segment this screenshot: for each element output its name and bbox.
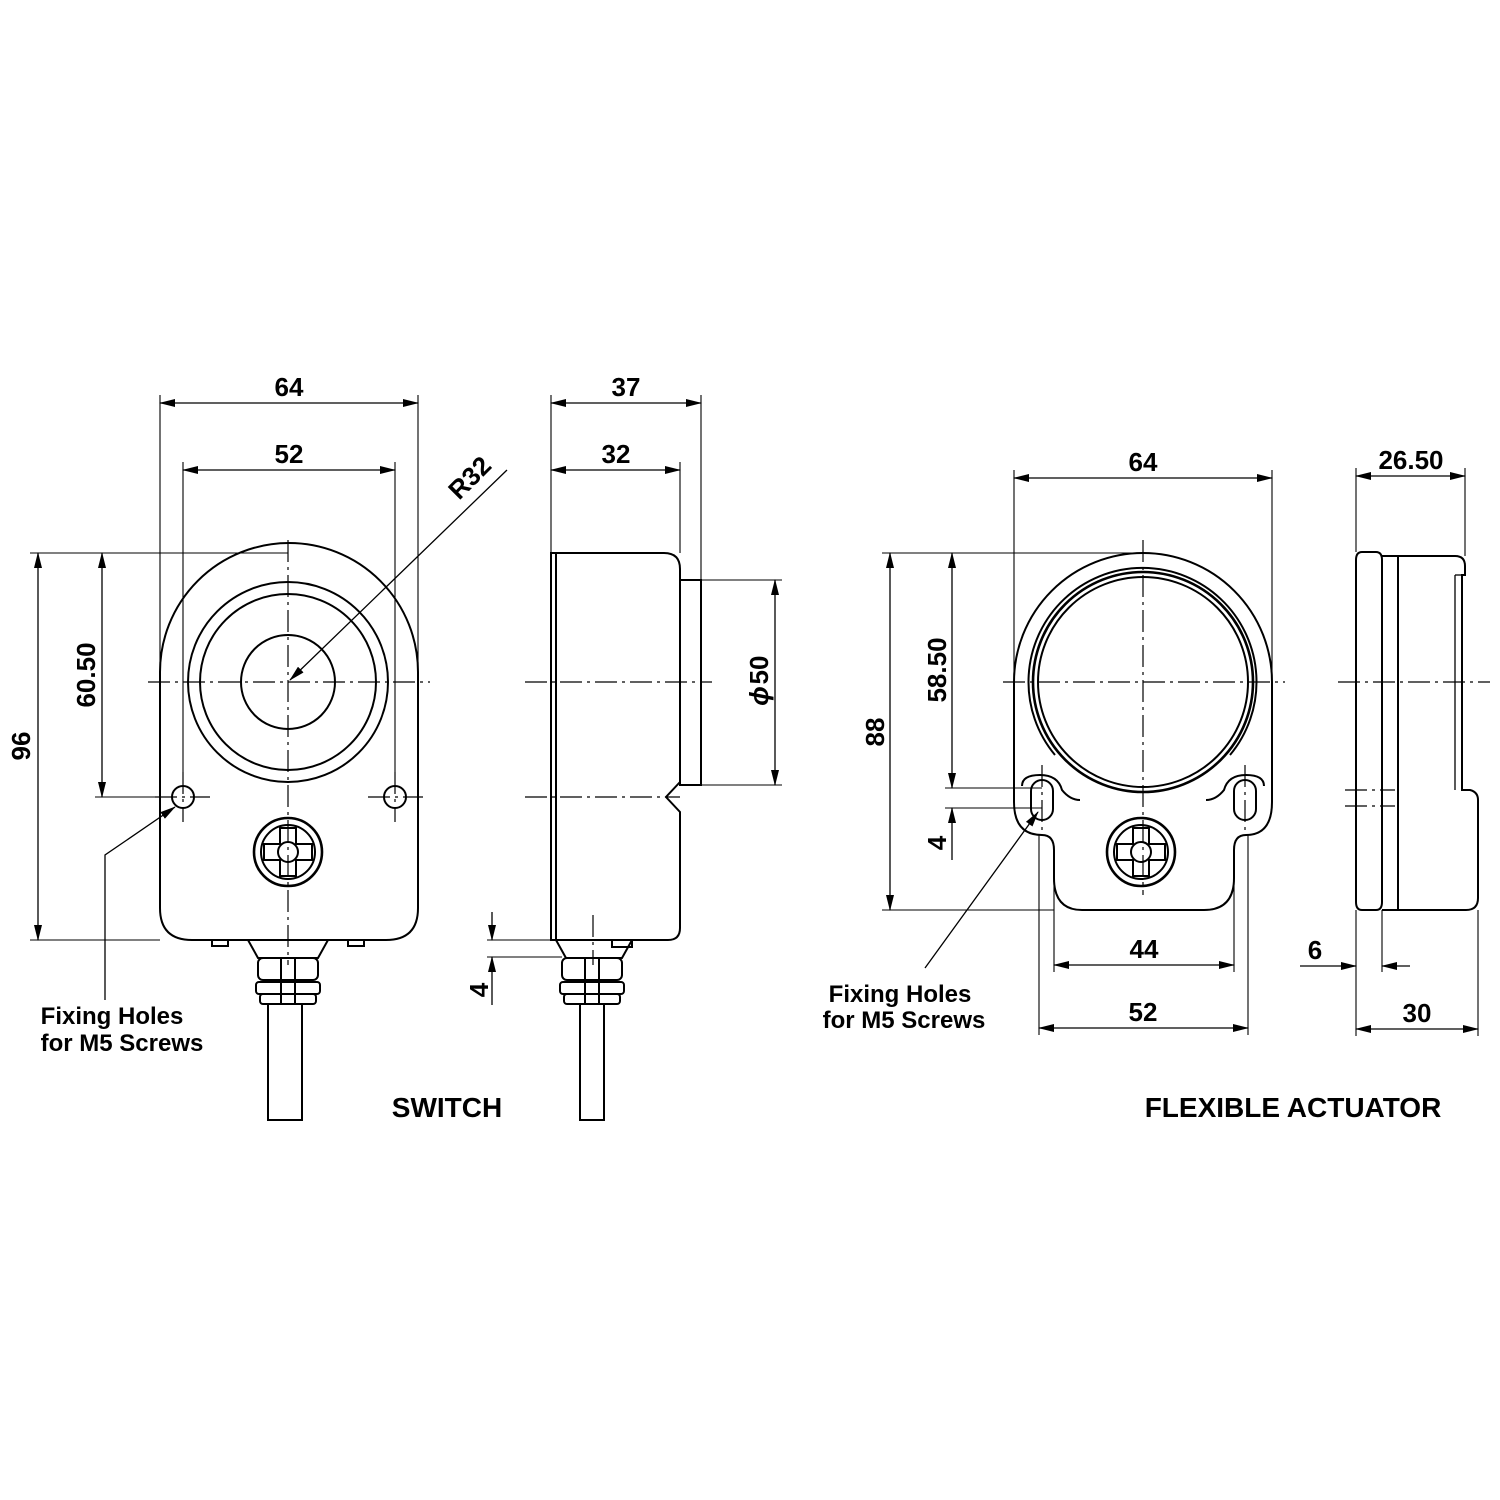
switch-bottom-tab-right [347,939,365,947]
actuator-front-view [1003,540,1285,911]
actuator-hole-height-dim: 58.50 [922,637,952,702]
switch-front-dimensions: 64 52 R32 96 60.50 Fixing Holes for M5 S… [6,372,508,1057]
actuator-hole-spacing-dim: 52 [1129,997,1158,1027]
actuator-fixing-note-line1: Fixing Holes [829,981,972,1008]
switch-depth-total-dim: 37 [612,372,641,402]
switch-width-dim: 64 [275,372,304,402]
switch-base-offset-dim: 4 [464,982,494,997]
switch-side-view [525,552,712,1121]
switch-hole-height-dim: 60.50 [71,642,101,707]
actuator-flange-dim: 6 [1308,935,1322,965]
actuator-slot-dim: 4 [922,835,952,850]
actuator-outline [1013,552,1273,911]
switch-side-cable [579,1004,605,1121]
actuator-side-dimensions: 26.50 6 30 [1300,445,1479,1036]
switch-cable-gland [247,939,329,1005]
switch-face-diameter-dim: 50 [744,656,774,685]
switch-radius-dim: R32 [442,450,497,505]
switch-hole-spacing-dim: 52 [275,439,304,469]
switch-fixing-note-line2: for M5 Screws [41,1030,204,1057]
switch-cable [267,1004,303,1121]
actuator-front-dimensions: 64 88 58.50 4 44 52 Fixing Holes for M5 … [823,447,1273,1035]
actuator-depth-total-dim: 26.50 [1378,445,1443,475]
actuator-width-dim: 64 [1129,447,1158,477]
switch-height-dim: 96 [6,732,36,761]
switch-depth-body-dim: 32 [602,439,631,469]
actuator-side-body [1382,555,1479,911]
switch-fixing-note-line1: Fixing Holes [41,1003,184,1030]
actuator-base-width-dim: 44 [1130,934,1159,964]
switch-side-cable-gland [555,939,633,1005]
switch-front-view [148,540,430,1121]
switch-housing-outline [159,542,419,941]
actuator-fixing-note-line2: for M5 Screws [823,1007,986,1034]
actuator-title: FLEXIBLE ACTUATOR [1145,1092,1442,1123]
actuator-depth-dim: 30 [1403,998,1432,1028]
switch-bottom-tab-left [211,939,229,947]
actuator-side-view [1338,551,1490,911]
actuator-side-flange [1355,551,1383,911]
switch-side-dimensions: 37 32 ϕ 50 4 [464,372,782,1005]
switch-title: SWITCH [392,1092,502,1123]
diameter-symbol: ϕ [744,686,774,706]
switch-side-body [550,552,681,941]
actuator-height-dim: 88 [860,718,890,747]
actuator-screw [1105,816,1177,888]
